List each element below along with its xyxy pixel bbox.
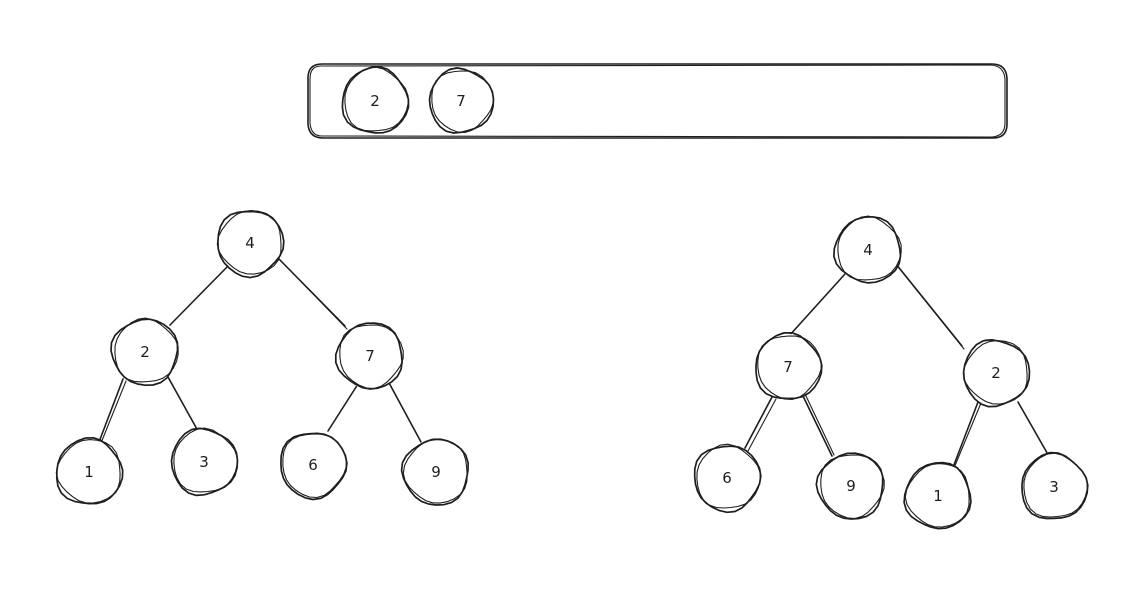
tree-node: 2 [962,338,1031,408]
tree-node: 3 [1021,451,1089,520]
node-label: 2 [140,343,150,361]
node-label: 4 [863,241,873,259]
node-label: 9 [846,477,856,495]
queue-item-circle [428,67,495,134]
edge [98,378,124,443]
queue-item: 7 [428,67,495,134]
tree-node: 3 [170,427,239,497]
node-label: 7 [365,347,375,365]
node-label: 1 [933,487,943,505]
queue-item-label: 7 [456,92,466,110]
node-label: 3 [199,453,209,471]
tree-node-root: 4 [216,210,285,279]
node-label: 4 [245,234,255,252]
original-tree: 4 2 7 1 3 6 9 [55,210,469,506]
tree-node: 1 [55,436,124,505]
edge [167,376,199,432]
queue-item-label: 2 [370,92,380,110]
edge [1017,401,1051,459]
tree-node: 9 [815,452,885,520]
tree-node: 6 [280,432,348,501]
edge [951,401,979,471]
tree-edges [98,256,422,444]
mirrored-tree: 4 7 2 6 9 1 3 [693,215,1089,530]
tree-node: 1 [903,461,972,530]
tree-node-root: 4 [833,215,902,284]
edge [327,383,359,432]
tree-node: 2 [110,317,179,387]
edge [744,396,773,449]
tree-edges [744,263,1051,471]
queue-box [307,63,1008,139]
tree-node: 9 [400,438,469,506]
edge [169,265,229,326]
edge [387,380,422,443]
tree-node: 6 [693,443,762,514]
queue: 2 7 [307,63,1008,139]
node-label: 1 [84,463,94,481]
tree-node: 7 [755,331,823,401]
node-label: 6 [722,469,732,487]
queue-item: 2 [341,65,410,134]
node-label: 3 [1049,478,1059,496]
tree-node: 7 [334,322,404,390]
edge [802,395,833,457]
node-label: 6 [308,456,318,474]
node-label: 7 [783,358,793,376]
node-label: 2 [991,364,1001,382]
edge [788,273,846,337]
queue-item-circle [341,65,410,134]
node-label: 9 [431,463,441,481]
